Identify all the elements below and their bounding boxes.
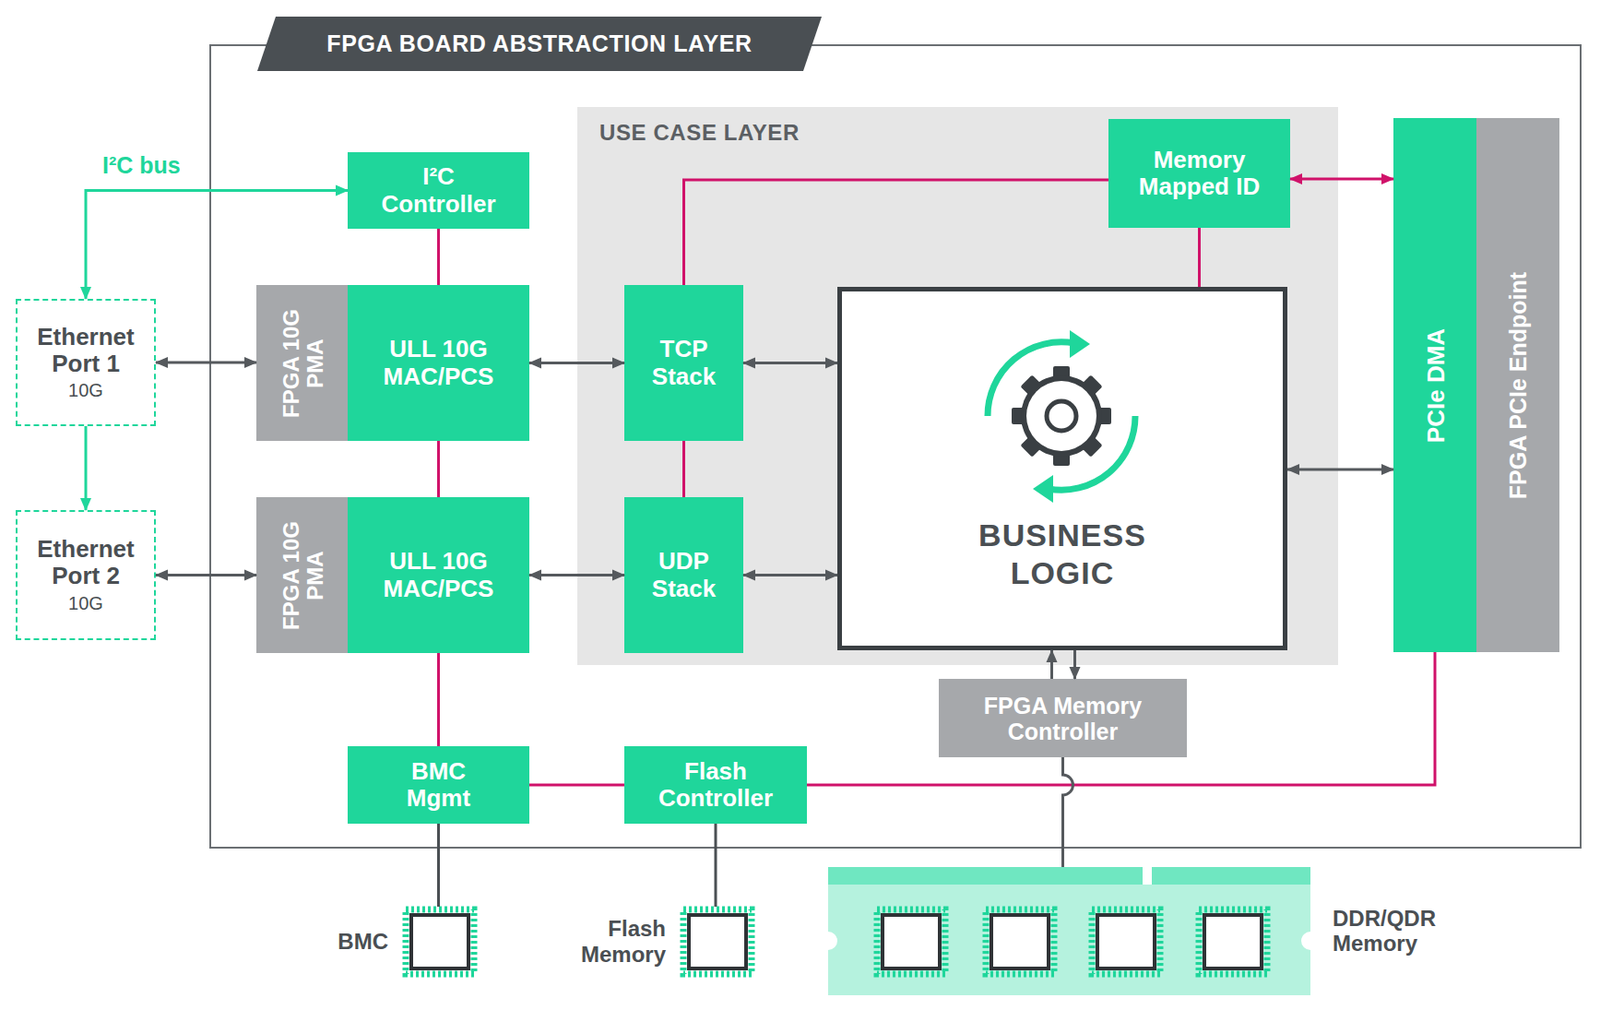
box-label: TCP Stack <box>633 335 735 390</box>
module-notch <box>818 931 838 950</box>
module-box: UDP Stack <box>624 497 744 653</box>
module-bar: FPGA 10G PMA <box>256 497 349 653</box>
chip-pins <box>985 909 1055 974</box>
layer-frame: FPGA BOARD ABSTRACTION LAYERI²C Controll… <box>209 44 1582 849</box>
module-board <box>828 884 1311 996</box>
box-label: PCIe DMA <box>1422 327 1449 442</box>
box-label: BMC Mgmt <box>392 758 486 812</box>
port-box: Ethernet Port 110G <box>15 298 156 427</box>
box-label: FPGA 10G PMA <box>278 515 328 636</box>
box-label: UDP Stack <box>633 547 735 602</box>
memory-module-art <box>818 866 1320 996</box>
rotated-label-frame: FPGA PCIe Endpoint <box>1476 118 1560 652</box>
chip-pins <box>683 909 752 974</box>
rotated-label-frame: FPGA 10G PMA <box>256 284 349 441</box>
module-notch <box>1301 931 1320 950</box>
chip-body <box>688 914 747 969</box>
rotated-label-frame: PCIe DMA <box>1393 118 1477 652</box>
port-speed: 10G <box>68 379 104 402</box>
module-box: ULL 10G MAC/PCS <box>347 497 530 653</box>
layer-region: USE CASE LAYER Memory Mapped ID TCP StackB… <box>577 106 1339 665</box>
module-box: Flash Controller <box>624 746 807 824</box>
module-box: ULL 10G MAC/PCS <box>347 284 530 441</box>
port-name: Ethernet Port 2 <box>28 535 144 589</box>
chip-label: BMC <box>268 928 389 955</box>
box-label: I²C Controller <box>369 163 509 217</box>
module-bar: FPGA PCIe Endpoint <box>1476 118 1560 652</box>
box-label: Memory Mapped ID <box>1125 146 1274 201</box>
chip-body <box>882 914 940 969</box>
chip-body <box>1097 914 1155 969</box>
chip-body <box>1204 914 1262 969</box>
layer-title: USE CASE LAYER <box>599 119 800 146</box>
title-tab: FPGA BOARD ABSTRACTION LAYER <box>257 16 822 72</box>
layer-title: FPGA BOARD ABSTRACTION LAYER <box>257 16 822 72</box>
chip-pins <box>877 909 946 974</box>
port-name: Ethernet Port 1 <box>28 323 144 377</box>
chip-body <box>411 914 469 969</box>
chip-label: Flash Memory <box>545 915 666 967</box>
module-label: DDR/QDR Memory <box>1332 905 1453 957</box>
edge-label: I²C bus <box>102 152 181 179</box>
module-strip <box>1151 866 1311 885</box>
memory-module: DDR/QDR Memory <box>828 866 1311 996</box>
box-label: ULL 10G MAC/PCS <box>369 547 509 602</box>
box-label: Flash Controller <box>646 758 785 812</box>
module-box: I²C Controller <box>347 152 530 229</box>
port-speed: 10G <box>68 592 104 615</box>
logic-label: BUSINESS LOGIC <box>942 516 1183 593</box>
port-box: Ethernet Port 2 10G <box>15 509 156 640</box>
connector <box>84 426 88 510</box>
logic-block: BUSINESS LOGIC <box>837 286 1288 651</box>
chip-node: BMC <box>402 906 477 977</box>
module-box: BMC Mgmt <box>347 746 530 824</box>
box-label: FPGA 10G PMA <box>278 303 328 424</box>
chip-pins <box>1091 909 1161 974</box>
module-bar: FPGA 10G PMA <box>256 284 349 441</box>
box-label: FPGA PCIe Endpoint <box>1505 271 1531 498</box>
rotated-label-frame: FPGA 10G PMA <box>256 497 349 653</box>
module-box: FPGA Memory Controller <box>938 678 1187 758</box>
chip-icons <box>405 909 1268 974</box>
chip-pins <box>405 909 475 974</box>
box-label: ULL 10G MAC/PCS <box>369 335 509 390</box>
logic-label-frame: BUSINESS LOGIC <box>841 503 1283 605</box>
chip-node: Flash Memory <box>680 906 755 977</box>
chip-pins <box>1198 909 1268 974</box>
tab-shape <box>257 16 822 72</box>
box-label: FPGA Memory Controller <box>961 692 1165 745</box>
module-bar: PCIe DMA <box>1393 118 1477 652</box>
chip-body <box>991 914 1049 969</box>
module-strip <box>828 866 1143 885</box>
module-box: TCP Stack <box>624 284 744 441</box>
module-box: Memory Mapped ID <box>1108 118 1291 228</box>
